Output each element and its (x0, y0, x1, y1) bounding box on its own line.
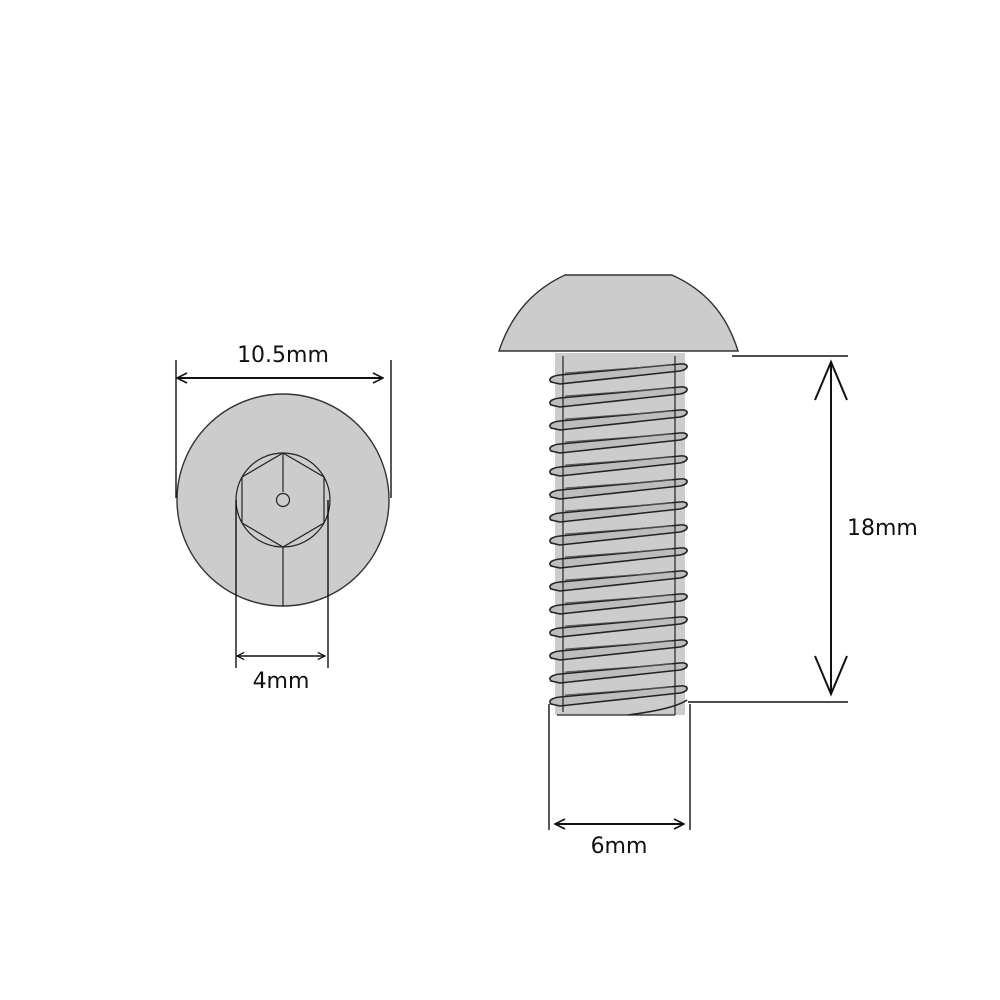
head-diameter-label: 10.5mm (237, 343, 329, 368)
thread-root (564, 502, 673, 512)
thread-root (564, 479, 673, 489)
thread-root (564, 571, 673, 581)
thread-crest (549, 639, 688, 661)
screw-head-side (498, 274, 739, 352)
thread-root (564, 525, 673, 535)
thread-crest (549, 685, 688, 707)
thread-root (564, 617, 673, 627)
thread-crest (549, 478, 688, 500)
thread-tip (627, 699, 688, 716)
thread-root (564, 686, 673, 696)
length-arrow-top (814, 359, 848, 401)
thread-root (564, 548, 673, 558)
thread-crest (549, 547, 688, 569)
thread-crest (549, 432, 688, 454)
thread-crest (549, 616, 688, 638)
socket-center (275, 492, 291, 508)
thread-crest (549, 501, 688, 523)
thread-root (564, 640, 673, 650)
thread-root (564, 433, 673, 443)
thread-crest (549, 662, 688, 684)
thread-root (564, 456, 673, 466)
top-view: 10.5mm 4mm (175, 343, 392, 694)
thread-crest (549, 524, 688, 546)
thread-root (564, 410, 673, 420)
length-label: 18mm (847, 516, 918, 541)
thread-crest (549, 386, 688, 408)
thread-diameter-label: 6mm (591, 834, 648, 859)
thread-root (564, 663, 673, 673)
thread-root (564, 364, 673, 374)
thread-crest (549, 593, 688, 615)
thread-root (564, 594, 673, 604)
thread-crest (549, 455, 688, 477)
thread-crest (549, 409, 688, 431)
thread-crest (549, 363, 688, 385)
length-arrow-bottom (814, 655, 848, 697)
thread-crest (549, 570, 688, 592)
socket-size-label: 4mm (253, 669, 310, 694)
thread-root (564, 387, 673, 397)
screw-threads (549, 363, 688, 716)
side-view: 18mm 6mm (498, 274, 918, 859)
